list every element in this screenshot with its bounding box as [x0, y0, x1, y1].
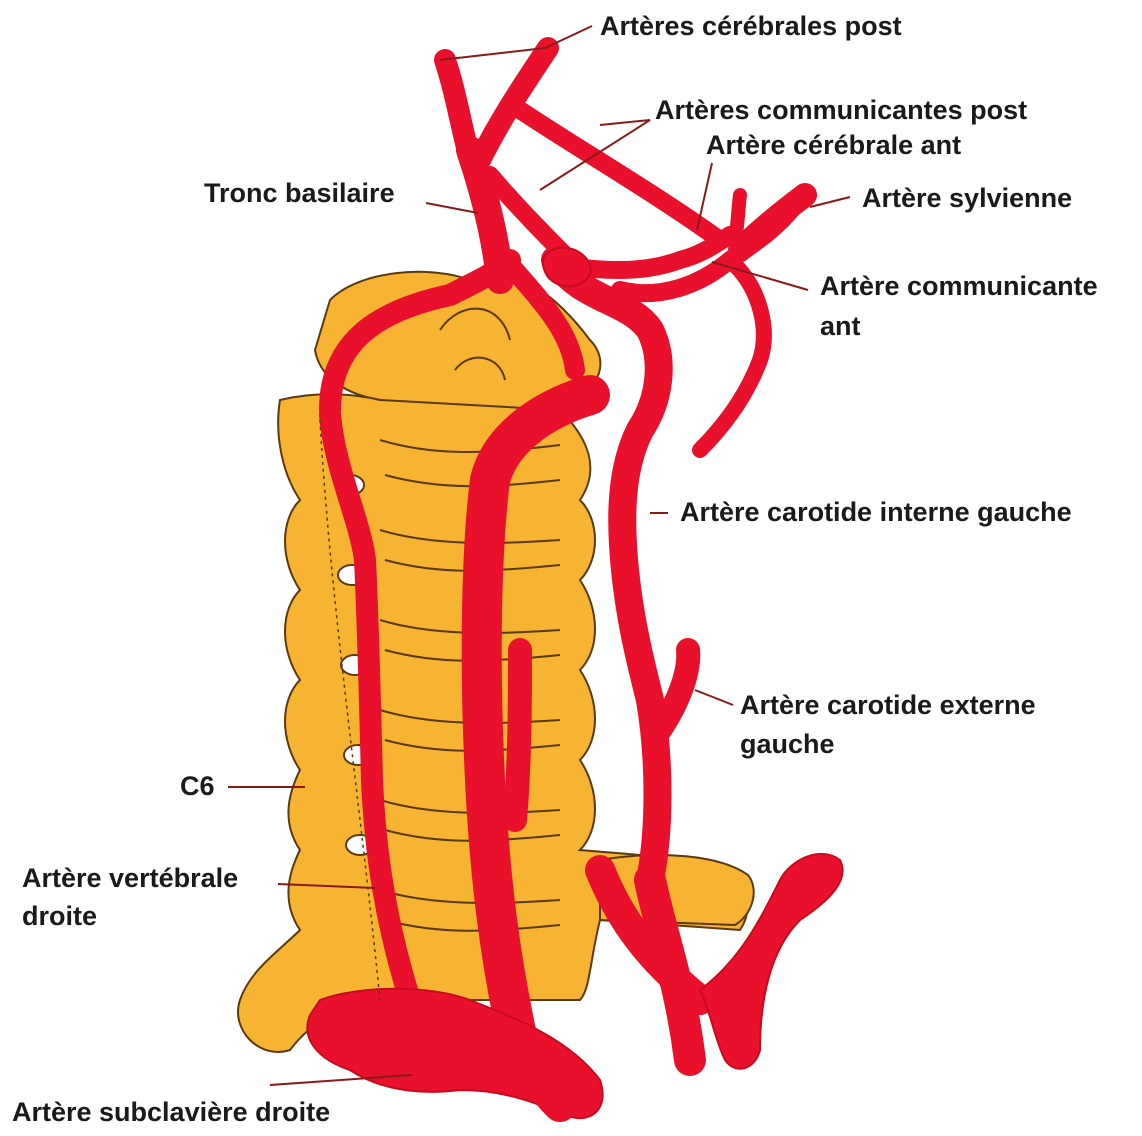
label-vertebrale-line2: droite [22, 898, 97, 934]
posterior-cerebral-left [445, 60, 470, 160]
label-cerebrale-ant: Artère cérébrale ant [706, 127, 961, 163]
label-c6: C6 [180, 768, 215, 804]
external-carotid-artery [660, 650, 688, 730]
label-cerebrales-post: Artères cérébrales post [600, 8, 902, 44]
anterior-communicating-artery [700, 265, 764, 450]
label-sylvienne: Artère sylvienne [862, 180, 1072, 216]
label-subclaviere: Artère subclavière droite [12, 1094, 330, 1130]
posterior-communicating-2 [520, 110, 720, 240]
label-communicantes-post: Artères communicantes post [655, 92, 1027, 128]
label-tronc-basilaire: Tronc basilaire [204, 175, 395, 211]
label-communicante-ant-line1: Artère communicante [820, 268, 1098, 304]
label-vertebrale-line1: Artère vertébrale [22, 860, 238, 896]
label-carotide-externe-line1: Artère carotide externe [740, 687, 1036, 723]
label-communicante-ant-line2: ant [820, 308, 861, 344]
label-carotide-interne: Artère carotide interne gauche [680, 494, 1072, 530]
sylvian-artery [740, 195, 805, 250]
label-carotide-externe-line2: gauche [740, 726, 835, 762]
